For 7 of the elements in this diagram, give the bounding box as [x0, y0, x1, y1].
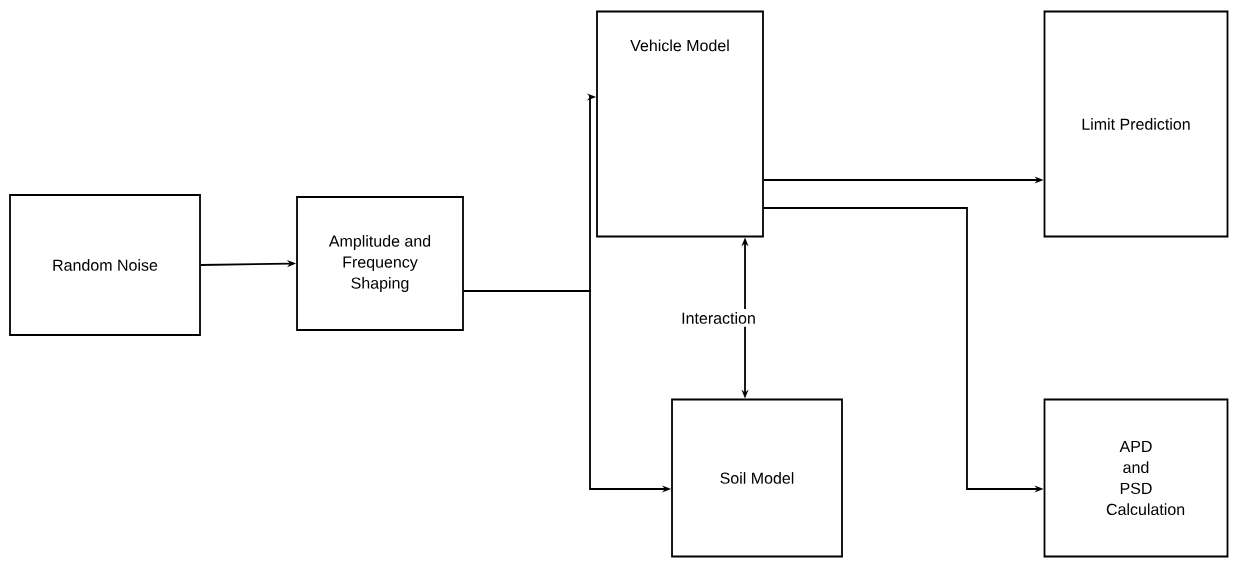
process-box: Limit Prediction: [1043, 10, 1229, 238]
process-box: Soil Model: [671, 398, 843, 558]
process-box: Vehicle Model: [596, 10, 764, 238]
edge-label: Interaction: [678, 309, 759, 327]
process-box: APD and PSD Calculation: [1043, 398, 1229, 558]
process-box: Amplitude and Frequency Shaping: [296, 196, 464, 331]
process-box: Random Noise: [9, 194, 201, 336]
